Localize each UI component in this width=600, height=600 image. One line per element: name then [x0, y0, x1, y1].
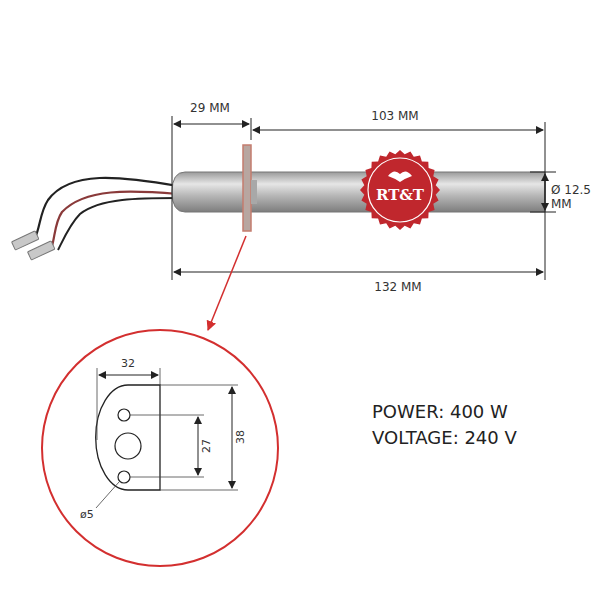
dimension-label: 32 — [121, 358, 135, 371]
dimension-label: 29 MM — [190, 102, 230, 116]
dimension-label: Ø 12.5 MM — [551, 184, 597, 212]
dimension-label: 132 MM — [374, 281, 421, 295]
logo-badge — [360, 150, 440, 230]
dimension-label: ø5 — [80, 509, 94, 522]
spec-text: POWER: 400 W — [372, 402, 508, 423]
dimension-label: 103 MM — [371, 110, 418, 124]
logo-text: RT&T — [376, 187, 424, 204]
dimension-label: 27 — [201, 439, 214, 453]
dimension-label: 38 — [235, 430, 248, 444]
spec-text: VOLTAGE: 240 V — [372, 428, 517, 449]
